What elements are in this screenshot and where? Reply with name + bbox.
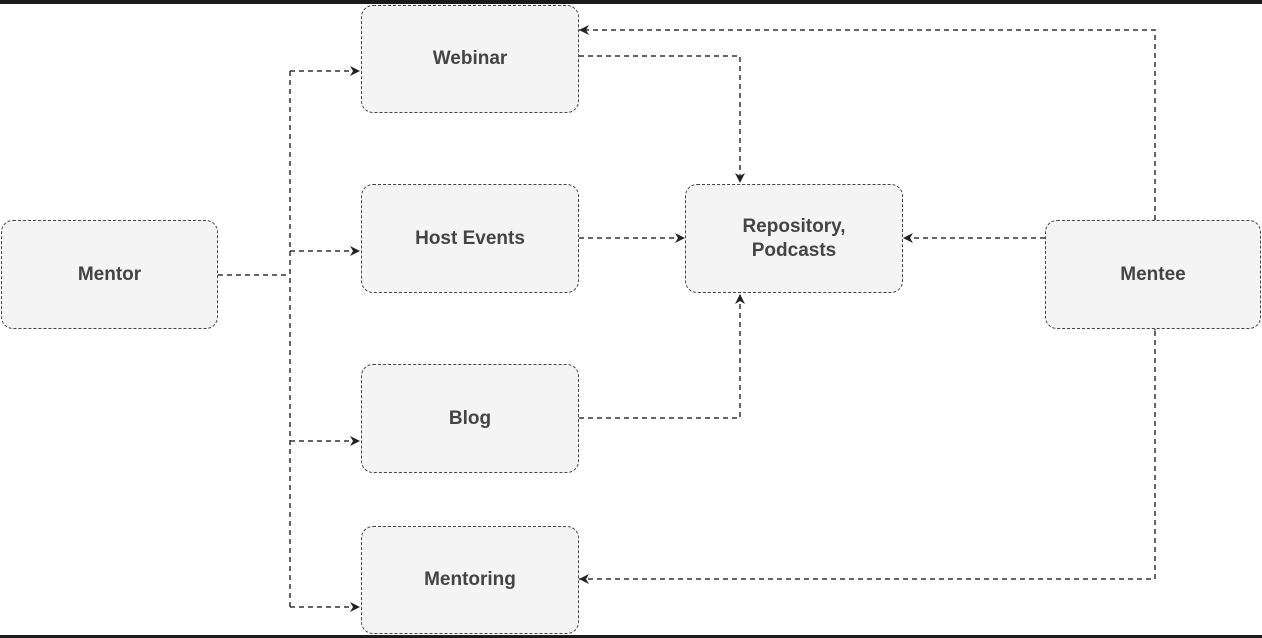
edge-webinar-repository (579, 55, 745, 183)
node-webinar: Webinar (361, 5, 579, 113)
connector-layer (218, 25, 1160, 612)
node-host-events: Host Events (361, 184, 579, 293)
edge-blog-repository (579, 294, 745, 419)
node-blog: Blog (361, 364, 579, 473)
node-mentoring-label: Mentoring (424, 569, 516, 590)
node-mentoring: Mentoring (361, 526, 579, 634)
node-blog-label: Blog (448, 407, 492, 429)
node-mentor-label: Mentor (77, 263, 142, 285)
node-webinar-label: Webinar (432, 48, 508, 69)
node-repository: Repository, Podcasts (685, 184, 903, 293)
node-mentee: Mentee (1045, 220, 1261, 329)
edge-mentee-mentoring (579, 321, 1160, 584)
node-mentor: Mentor (1, 220, 218, 329)
node-repository-label: Repository, Podcasts (742, 215, 846, 261)
node-mentee-label: Mentee (1120, 263, 1186, 285)
node-host-events-label: Host Events (415, 227, 525, 249)
edge-mentee-webinar (579, 25, 1156, 220)
diagram-canvas: Mentor Webinar Host Events Blog Mentorin… (0, 4, 1262, 635)
